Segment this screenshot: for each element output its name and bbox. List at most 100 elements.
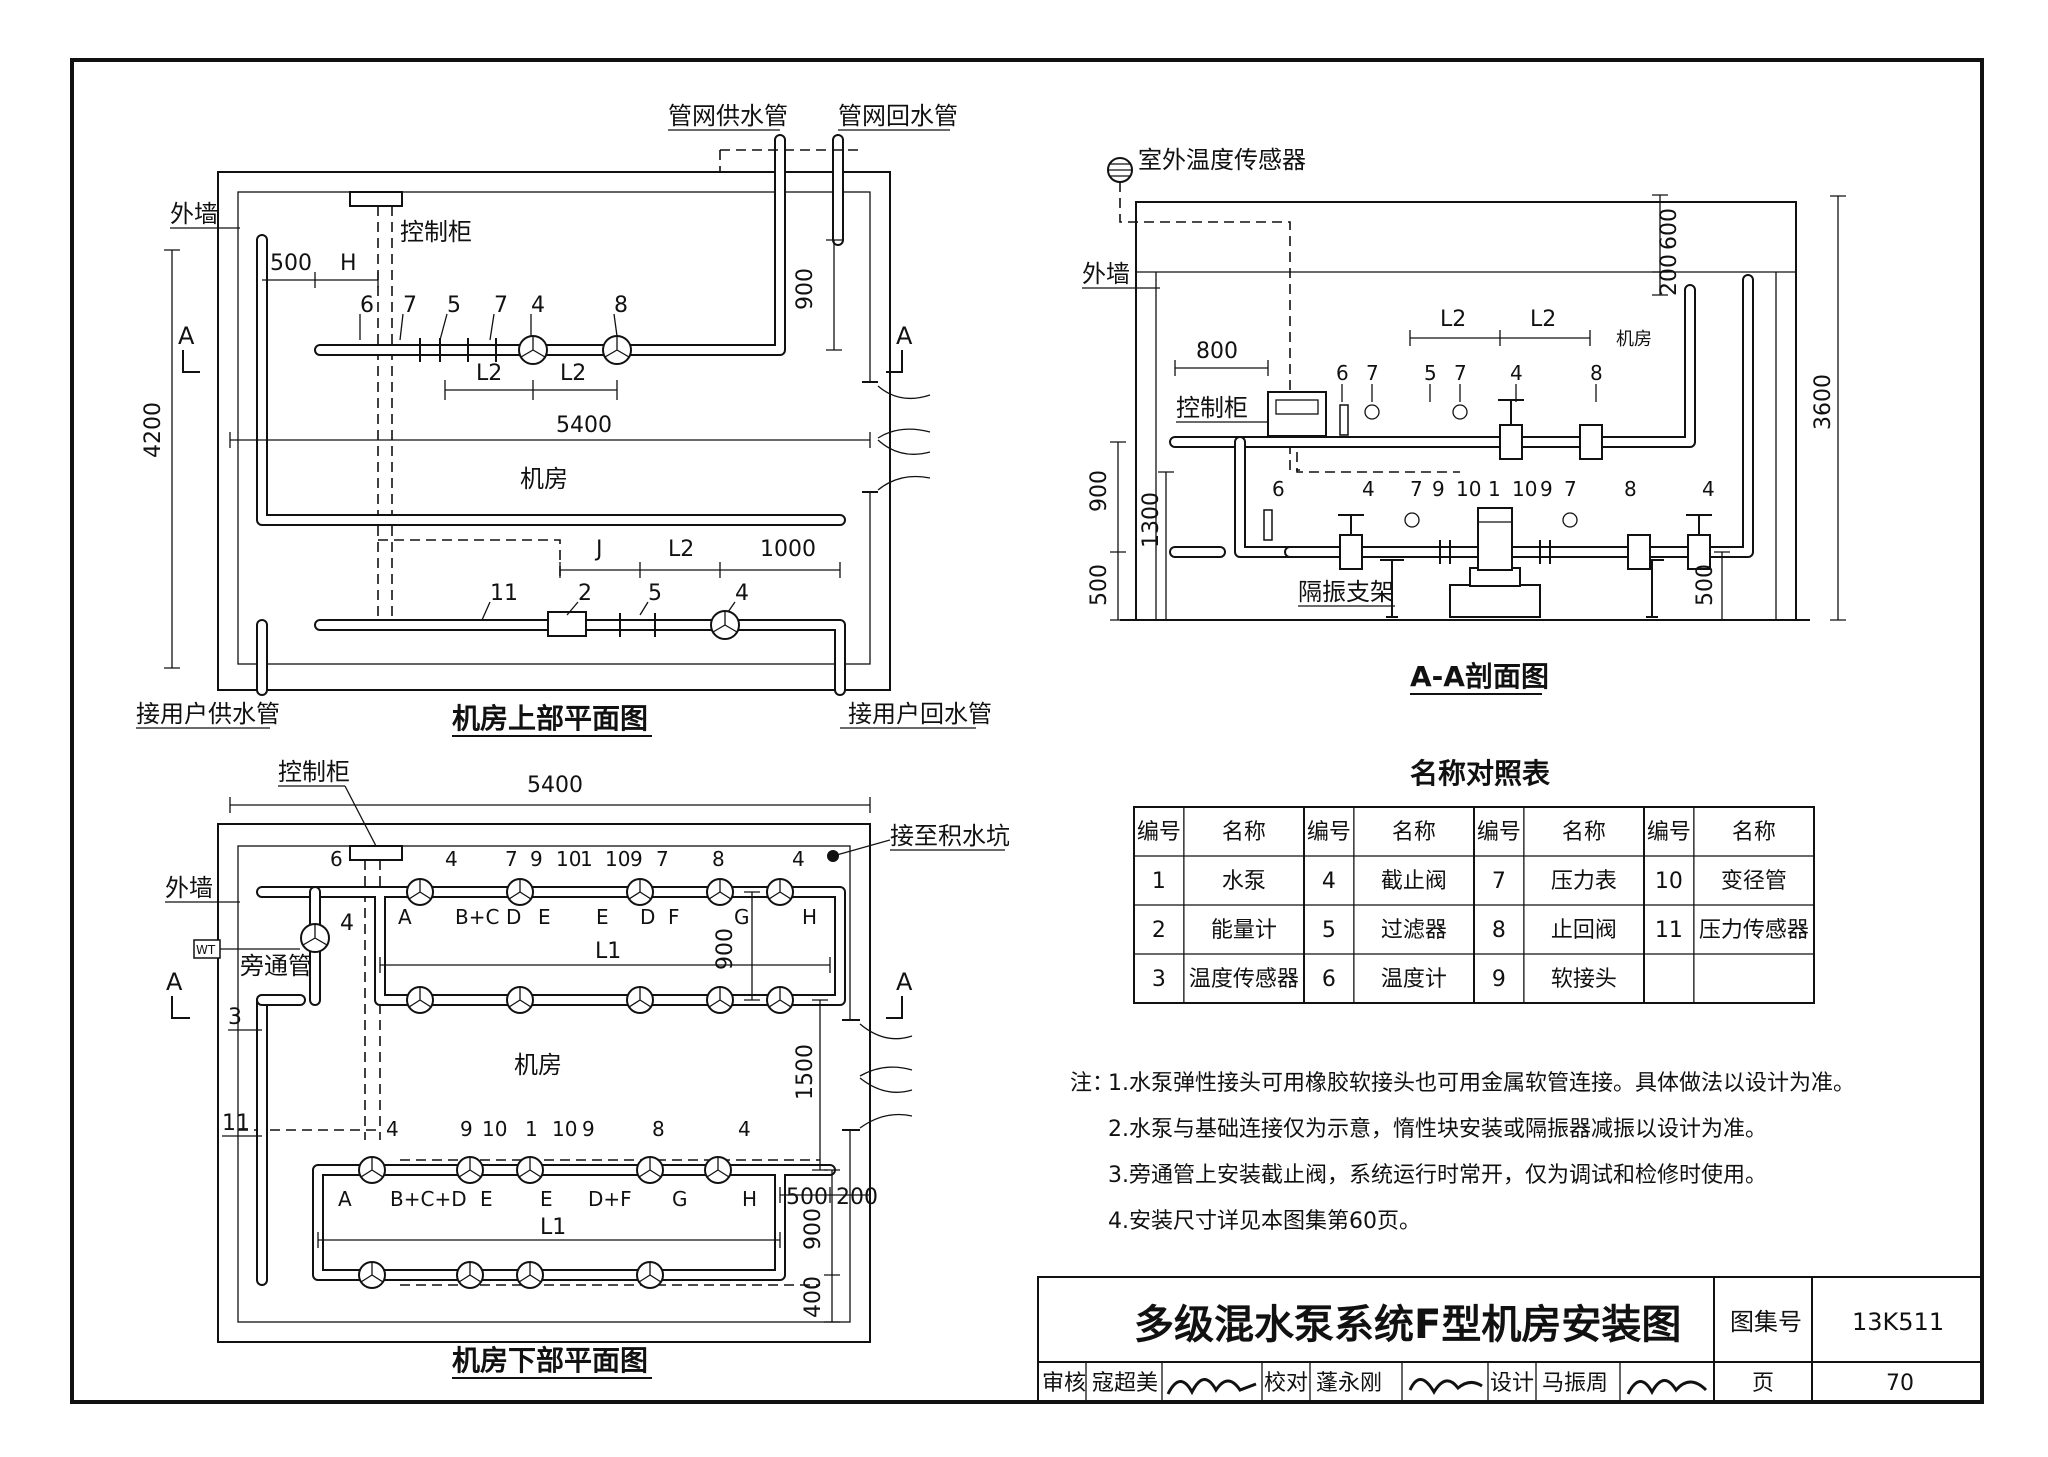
design-label: 设计	[1490, 1371, 1534, 1396]
reviewer-name: 寇超美	[1092, 1371, 1158, 1396]
atlas-number: 13K511	[1852, 1308, 1944, 1336]
upper-tag-5b: 5	[648, 581, 662, 606]
review-label: 审核	[1042, 1371, 1086, 1396]
upper-pump-8	[602, 335, 632, 365]
title-block: 多级混水泵系统F型机房安装图 图集号 13K511 审核 寇超美 校对 蓬永刚 …	[1037, 1276, 1983, 1403]
legend-cell: 名称	[1732, 820, 1776, 845]
lower-top-segment: E	[596, 905, 609, 929]
section-lower-tag: 4	[1362, 477, 1375, 501]
checker-signature	[1408, 1378, 1483, 1395]
lower-top-tag: 7	[656, 847, 669, 871]
reviewer-signature	[1166, 1378, 1257, 1396]
lower-tag-11: 11	[222, 1111, 250, 1136]
drawing-title: 多级混水泵系统F型机房安装图	[1134, 1302, 1681, 1348]
lower-bottom-tag: 4	[738, 1117, 751, 1141]
section-lower-tag: 4	[1702, 477, 1715, 501]
legend-cell: 6	[1322, 967, 1336, 992]
page-number: 70	[1886, 1371, 1914, 1396]
lower-dim-500: 500	[786, 1185, 828, 1210]
legend-cell: 能量计	[1211, 918, 1277, 943]
lower-top-tag: 1	[580, 847, 593, 871]
section-upper-tag: 4	[1510, 361, 1523, 385]
lower-dim-400: 400	[801, 1276, 826, 1318]
legend-cell: 10	[1655, 869, 1683, 894]
checker-name: 蓬永刚	[1316, 1371, 1382, 1396]
section-outer-wall: 外墙	[1082, 260, 1130, 288]
lower-bottom-tag: 4	[386, 1117, 399, 1141]
note-2: 2.水泵与基础连接仅为示意，惰性块安装或隔振器减振以设计为准。	[1108, 1117, 1767, 1142]
section-title: A-A剖面图	[1410, 660, 1549, 693]
legend-cell: 截止阀	[1381, 869, 1447, 894]
upper-control-cabinet	[349, 191, 403, 207]
upper-dim-l2a: L2	[476, 361, 502, 386]
upper-user-return: 接用户回水管	[848, 700, 992, 728]
legend-cell: 水泵	[1222, 869, 1266, 894]
upper-tag-8: 8	[614, 293, 628, 318]
section-upper-tag: 7	[1454, 361, 1467, 385]
lower-top-tag: 9	[630, 847, 643, 871]
section-lower-tag: 10	[1512, 477, 1537, 501]
note-1: 1.水泵弹性接头可用橡胶软接头也可用金属软管连接。具体做法以设计为准。	[1108, 1071, 1855, 1096]
section-upper-tag: 8	[1590, 361, 1603, 385]
lower-top-segment: E	[538, 905, 551, 929]
legend-cell: 9	[1492, 967, 1506, 992]
section-dim-800: 800	[1196, 339, 1238, 364]
lower-bottom-segment: E	[480, 1187, 493, 1211]
notes-prefix: 注：	[1070, 1071, 1114, 1096]
legend-cell: 5	[1322, 918, 1336, 943]
lower-room-label: 机房	[514, 1051, 562, 1079]
upper-tag-7a: 7	[403, 293, 417, 318]
upper-plan-title: 机房上部平面图	[452, 702, 648, 735]
legend-cell: 压力表	[1551, 869, 1617, 894]
lower-dim-l1b: L1	[540, 1215, 566, 1240]
legend-cell: 名称	[1222, 820, 1266, 845]
section-dim-3600: 3600	[1811, 374, 1836, 430]
lower-bottom-tag: 9	[582, 1117, 595, 1141]
legend-cell: 过滤器	[1381, 918, 1447, 943]
upper-dim-l2c: L2	[668, 537, 694, 562]
lower-top-tag: 4	[445, 847, 458, 871]
legend-cell: 11	[1655, 918, 1683, 943]
legend-cell: 8	[1492, 918, 1506, 943]
lower-top-tag: 9	[530, 847, 543, 871]
note-4: 4.安装尺寸详见本图集第60页。	[1108, 1209, 1421, 1234]
legend-cell: 2	[1152, 918, 1166, 943]
legend-cell: 变径管	[1721, 869, 1787, 894]
section-lower-tag: 9	[1432, 477, 1445, 501]
lower-top-segment: D	[506, 905, 521, 929]
lower-section-a-right: A	[896, 968, 913, 996]
section-isolation: 隔振支架	[1298, 578, 1394, 606]
section-dim-500: 500	[1087, 564, 1112, 606]
section-outdoor-sensor: 室外温度传感器	[1138, 146, 1306, 174]
lower-top-segment: F	[668, 905, 680, 929]
upper-control-cabinet-label: 控制柜	[400, 218, 472, 246]
lower-plan: WT 4 3 11 5400 900 1500 500 200 900 400 …	[165, 758, 1010, 1379]
lower-top-segment: H	[802, 905, 817, 929]
upper-dim-1000: 1000	[760, 537, 816, 562]
section-lower-tag: 1	[1488, 477, 1501, 501]
section-dim-600: 600	[1657, 208, 1682, 250]
legend-cell: 名称	[1562, 820, 1606, 845]
lower-drain: 接至积水坑	[890, 822, 1010, 850]
legend-cell: 名称	[1392, 820, 1436, 845]
lower-wall-outer	[217, 823, 871, 1343]
lower-top-segment: D	[640, 905, 655, 929]
section-lower-tag: 10	[1456, 477, 1481, 501]
upper-net-supply: 管网供水管	[668, 102, 788, 130]
lower-bottom-segment: D+F	[588, 1187, 632, 1211]
legend-cell: 编号	[1307, 820, 1351, 845]
upper-section-a-right: A	[896, 322, 913, 350]
upper-dim-500: 500	[270, 251, 312, 276]
upper-tag-2: 2	[578, 581, 592, 606]
section-dim-500b: 500	[1693, 564, 1718, 606]
lower-control-cabinet-label: 控制柜	[278, 758, 350, 786]
section-upper-tag: 5	[1424, 361, 1437, 385]
lower-top-tag: 4	[792, 847, 805, 871]
section-lower-tag: 8	[1624, 477, 1637, 501]
section-dim-l2a: L2	[1440, 307, 1466, 332]
upper-tag-4b: 4	[735, 581, 749, 606]
lower-tag-3: 3	[228, 1005, 242, 1030]
lower-dim-1500: 1500	[793, 1044, 818, 1100]
